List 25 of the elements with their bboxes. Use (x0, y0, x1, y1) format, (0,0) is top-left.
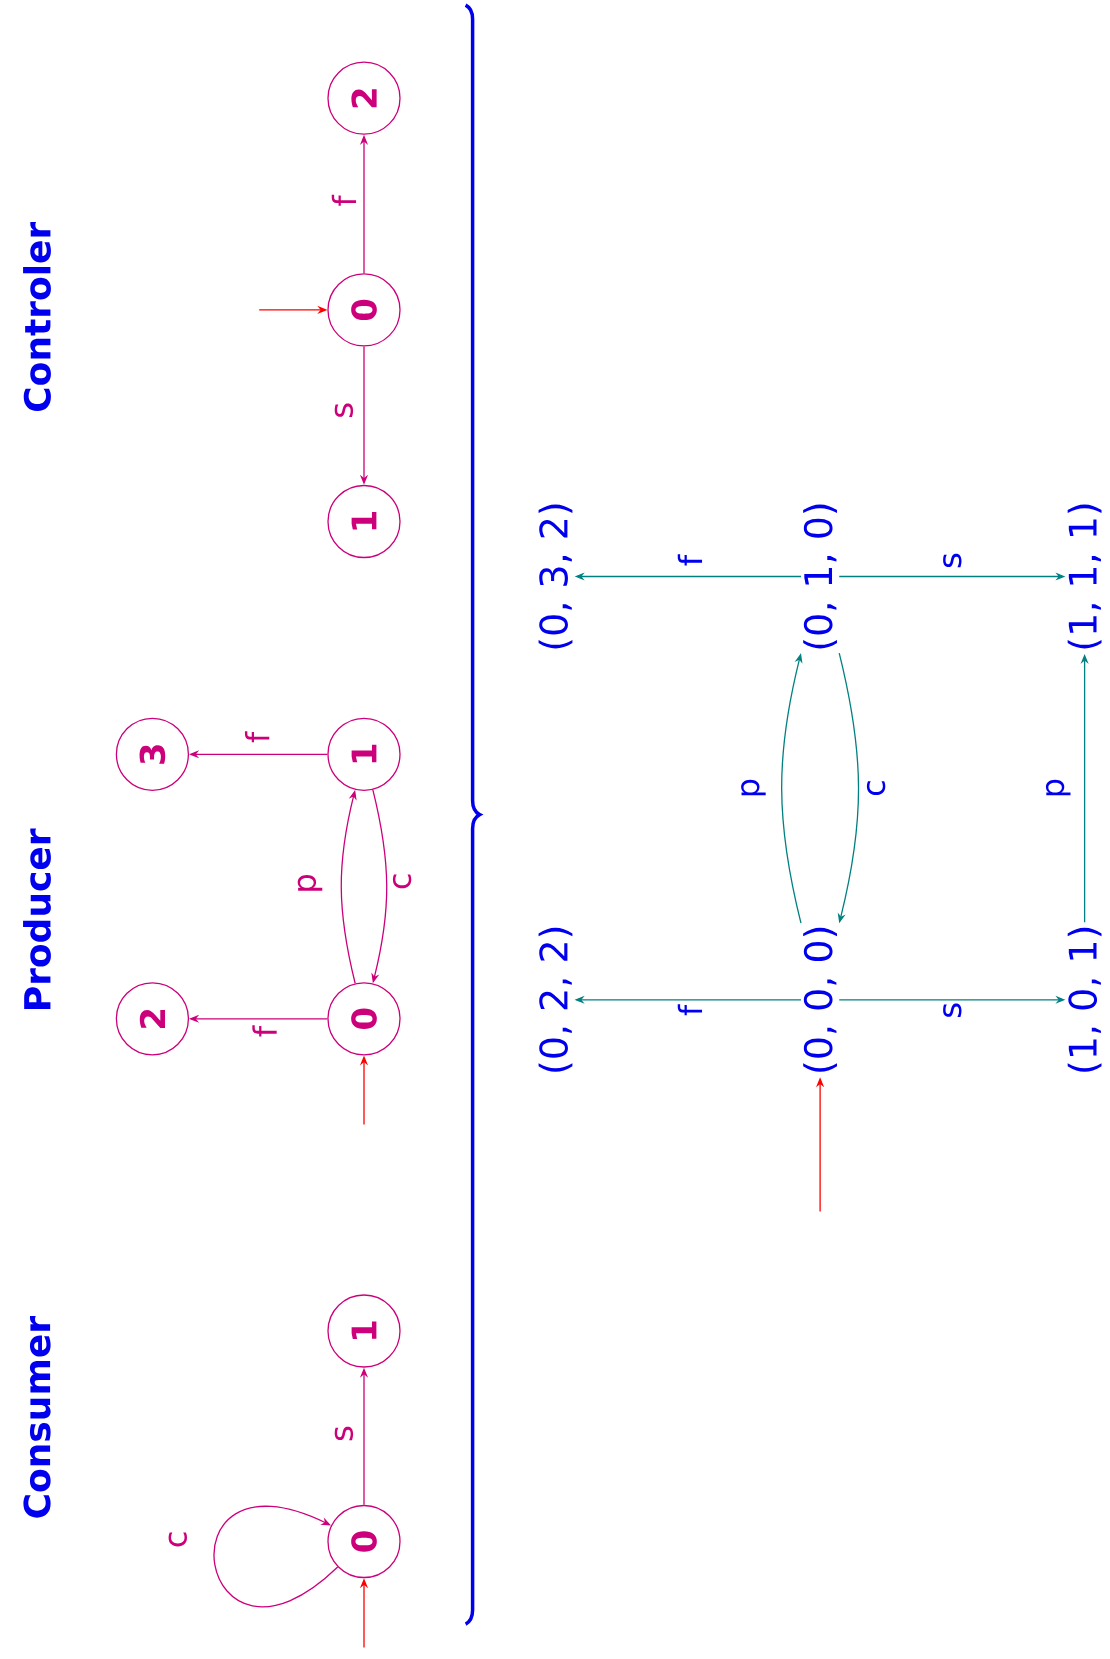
edge-label: s (334, 403, 354, 417)
edge-label: s (943, 1003, 962, 1017)
edge-label: f (331, 194, 357, 206)
edge-label: f (677, 1004, 703, 1016)
edge-label: s (334, 1426, 354, 1441)
state-tuple: (0, 2, 2) (538, 927, 573, 1072)
state-tuple: (0, 3, 2) (538, 504, 573, 649)
edge-label: f (677, 554, 703, 566)
edge-label: c (866, 781, 886, 796)
state-tuple: (1, 0, 1) (1067, 927, 1102, 1072)
section-title: Controler (23, 221, 51, 411)
section-title: Producer (23, 828, 51, 1009)
section-title: Consumer (23, 1316, 51, 1518)
edge-label: p (297, 875, 323, 891)
arrow (214, 1506, 339, 1607)
edge-label: c (392, 874, 412, 889)
edge-label: s (943, 553, 962, 568)
edge-label: c (168, 1532, 187, 1547)
edge-label: p (1045, 779, 1071, 796)
edge-label: p (741, 779, 766, 796)
state-tuple: (0, 0, 0) (803, 927, 837, 1072)
edge-label: f (244, 731, 270, 743)
state-tuple: (0, 1, 0) (803, 504, 837, 649)
state-tuple: (1, 1, 1) (1067, 504, 1102, 649)
edge-label: f (252, 1025, 277, 1037)
